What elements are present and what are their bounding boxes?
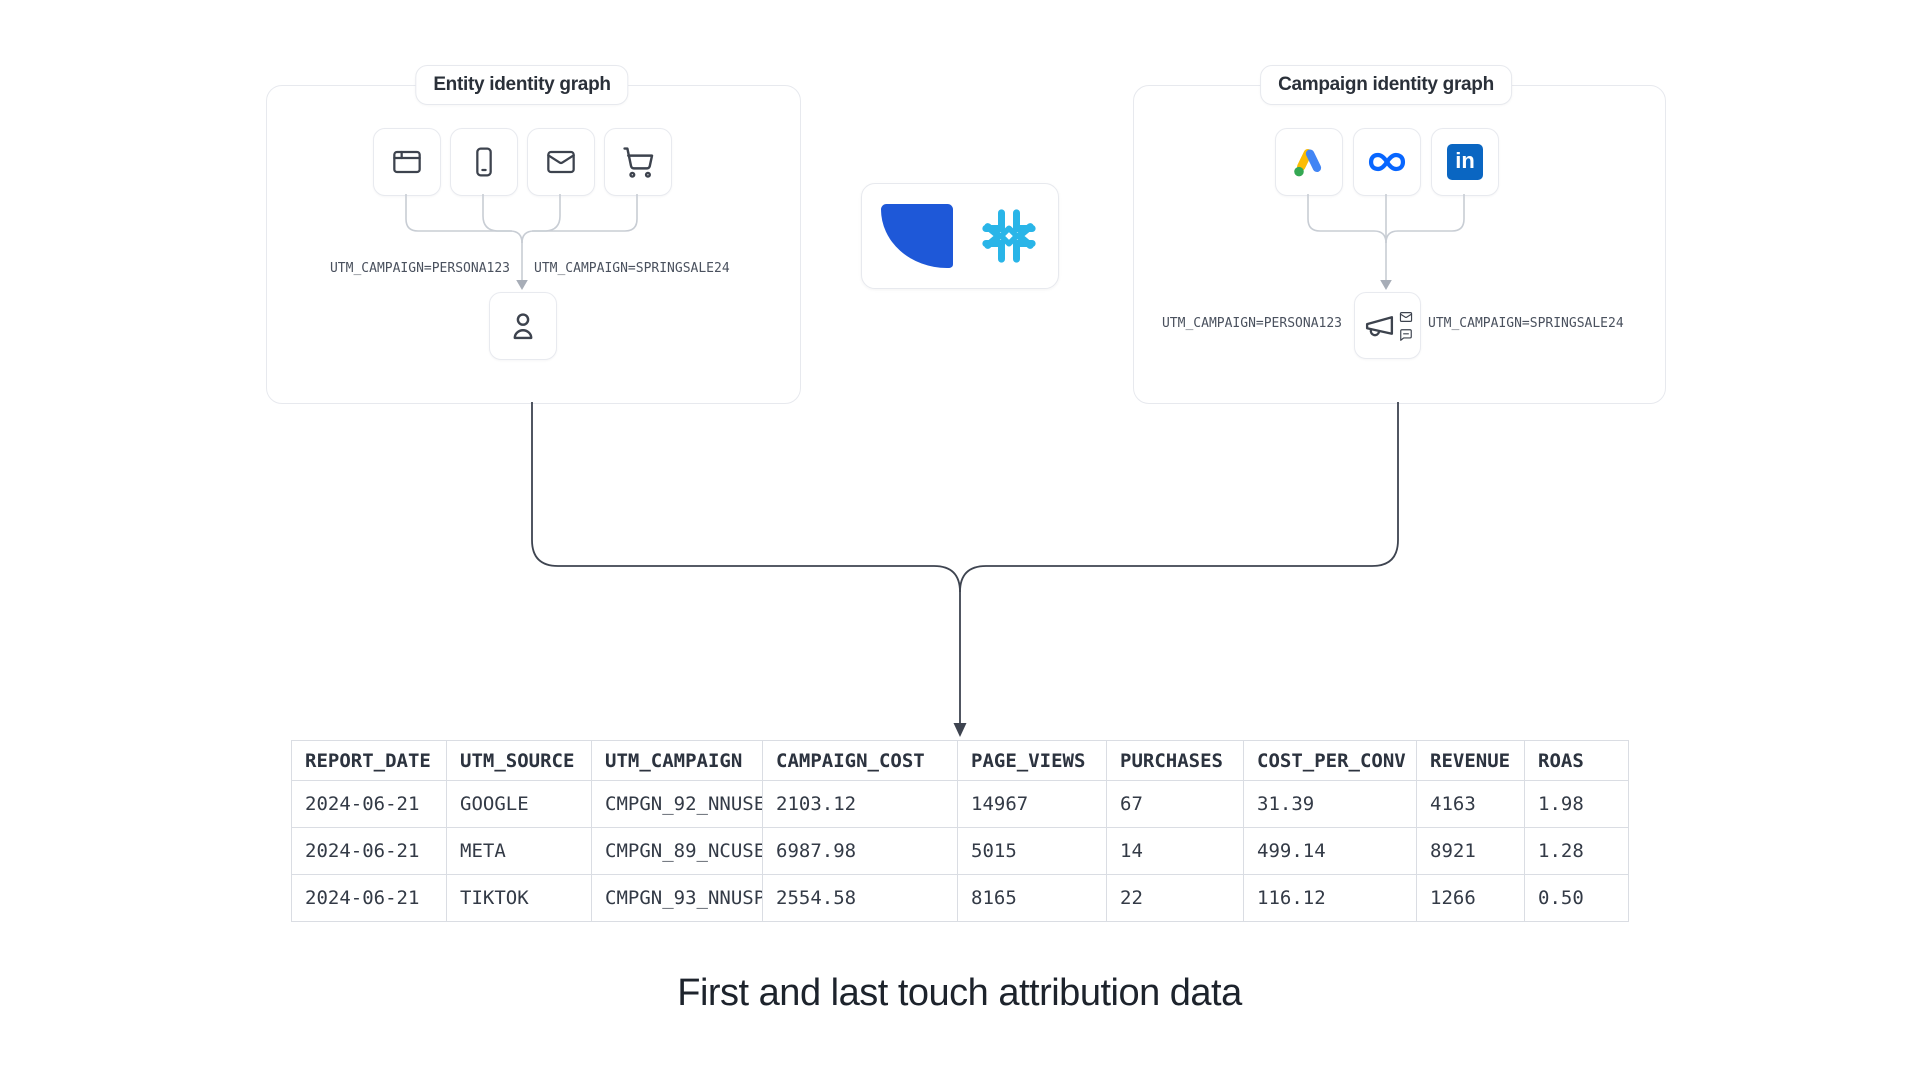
col-utm-campaign: UTM_CAMPAIGN bbox=[591, 740, 763, 781]
cell: 14967 bbox=[957, 780, 1107, 828]
person-icon bbox=[513, 313, 533, 340]
megaphone-icon bbox=[1365, 316, 1393, 337]
entity-utm-label-right: UTM_CAMPAIGN=SPRINGSALE24 bbox=[534, 261, 730, 276]
campaign-target-tile-megaphone bbox=[1354, 292, 1421, 359]
campaign-source-tile-linkedin: in bbox=[1431, 128, 1499, 196]
entity-source-tile-browser bbox=[373, 128, 441, 196]
diagram-caption: First and last touch attribution data bbox=[677, 972, 1242, 1014]
email-icon bbox=[547, 150, 575, 174]
meta-icon bbox=[1368, 152, 1406, 172]
linkedin-glyph: in bbox=[1455, 147, 1475, 173]
campaign-source-tile-meta bbox=[1353, 128, 1421, 196]
entity-source-tile-cart bbox=[604, 128, 672, 196]
attribution-table-wrap: REPORT_DATE UTM_SOURCE UTM_CAMPAIGN CAMP… bbox=[291, 740, 1629, 922]
cell: 1266 bbox=[1416, 874, 1525, 922]
col-utm-source: UTM_SOURCE bbox=[446, 740, 592, 781]
table-row: 2024-06-21 META CMPGN_89_NCUSE 6987.98 5… bbox=[291, 827, 1629, 875]
col-report-date: REPORT_DATE bbox=[291, 740, 447, 781]
campaign-source-tile-google-ads bbox=[1275, 128, 1343, 196]
entity-source-tile-mobile bbox=[450, 128, 518, 196]
cell: 67 bbox=[1106, 780, 1244, 828]
cell: 2024-06-21 bbox=[291, 827, 447, 875]
entity-utm-label-left: UTM_CAMPAIGN=PERSONA123 bbox=[329, 261, 510, 276]
cell: 2024-06-21 bbox=[291, 874, 447, 922]
cell: 6987.98 bbox=[762, 827, 958, 875]
col-purchases: PURCHASES bbox=[1106, 740, 1244, 781]
linkedin-icon: in bbox=[1447, 144, 1483, 180]
cell: 2103.12 bbox=[762, 780, 958, 828]
smartphone-icon bbox=[476, 147, 492, 177]
col-revenue: REVENUE bbox=[1416, 740, 1525, 781]
col-roas: ROAS bbox=[1524, 740, 1629, 781]
browser-window-icon bbox=[393, 150, 421, 174]
cell: 499.14 bbox=[1243, 827, 1417, 875]
cell: 1.28 bbox=[1524, 827, 1629, 875]
center-logo-card bbox=[861, 183, 1059, 289]
cell: 14 bbox=[1106, 827, 1244, 875]
col-campaign-cost: CAMPAIGN_COST bbox=[762, 740, 958, 781]
cell: CMPGN_89_NCUSE bbox=[591, 827, 763, 875]
cell: 8921 bbox=[1416, 827, 1525, 875]
shopping-cart-icon bbox=[623, 147, 654, 178]
cell: META bbox=[446, 827, 592, 875]
cell: 0.50 bbox=[1524, 874, 1629, 922]
campaign-utm-label-left: UTM_CAMPAIGN=PERSONA123 bbox=[1161, 316, 1342, 331]
cell: 4163 bbox=[1416, 780, 1525, 828]
cell: 8165 bbox=[957, 874, 1107, 922]
cell: 116.12 bbox=[1243, 874, 1417, 922]
col-page-views: PAGE_VIEWS bbox=[957, 740, 1107, 781]
campaign-graph-title: Campaign identity graph bbox=[1260, 65, 1512, 105]
cell: 31.39 bbox=[1243, 780, 1417, 828]
entity-graph-title: Entity identity graph bbox=[415, 65, 629, 105]
entity-source-tile-email bbox=[527, 128, 595, 196]
cell: CMPGN_93_NNUSP bbox=[591, 874, 763, 922]
table-row: 2024-06-21 TIKTOK CMPGN_93_NNUSP 2554.58… bbox=[291, 874, 1629, 922]
cell: GOOGLE bbox=[446, 780, 592, 828]
cell: CMPGN_92_NNUSE bbox=[591, 780, 763, 828]
cell: 22 bbox=[1106, 874, 1244, 922]
snowflake-logo bbox=[982, 209, 1036, 263]
email-mini-icon bbox=[1399, 311, 1412, 322]
entity-target-tile-person bbox=[489, 292, 557, 360]
blue-quarter-circle-logo bbox=[881, 204, 953, 268]
cell: 5015 bbox=[957, 827, 1107, 875]
main-funnel-arrowhead bbox=[953, 723, 967, 737]
campaign-utm-label-right: UTM_CAMPAIGN=SPRINGSALE24 bbox=[1428, 316, 1624, 331]
main-funnel-lines bbox=[531, 402, 1399, 724]
cell: 2024-06-21 bbox=[291, 780, 447, 828]
google-ads-icon bbox=[1294, 149, 1322, 177]
attribution-table: REPORT_DATE UTM_SOURCE UTM_CAMPAIGN CAMP… bbox=[291, 740, 1629, 922]
col-cost-per-conv: COST_PER_CONV bbox=[1243, 740, 1417, 781]
cell: 2554.58 bbox=[762, 874, 958, 922]
table-row: 2024-06-21 GOOGLE CMPGN_92_NNUSE 2103.12… bbox=[291, 780, 1629, 828]
table-header-row: REPORT_DATE UTM_SOURCE UTM_CAMPAIGN CAMP… bbox=[291, 740, 1629, 781]
cell: TIKTOK bbox=[446, 874, 592, 922]
message-bubble-icon bbox=[1399, 328, 1412, 341]
cell: 1.98 bbox=[1524, 780, 1629, 828]
